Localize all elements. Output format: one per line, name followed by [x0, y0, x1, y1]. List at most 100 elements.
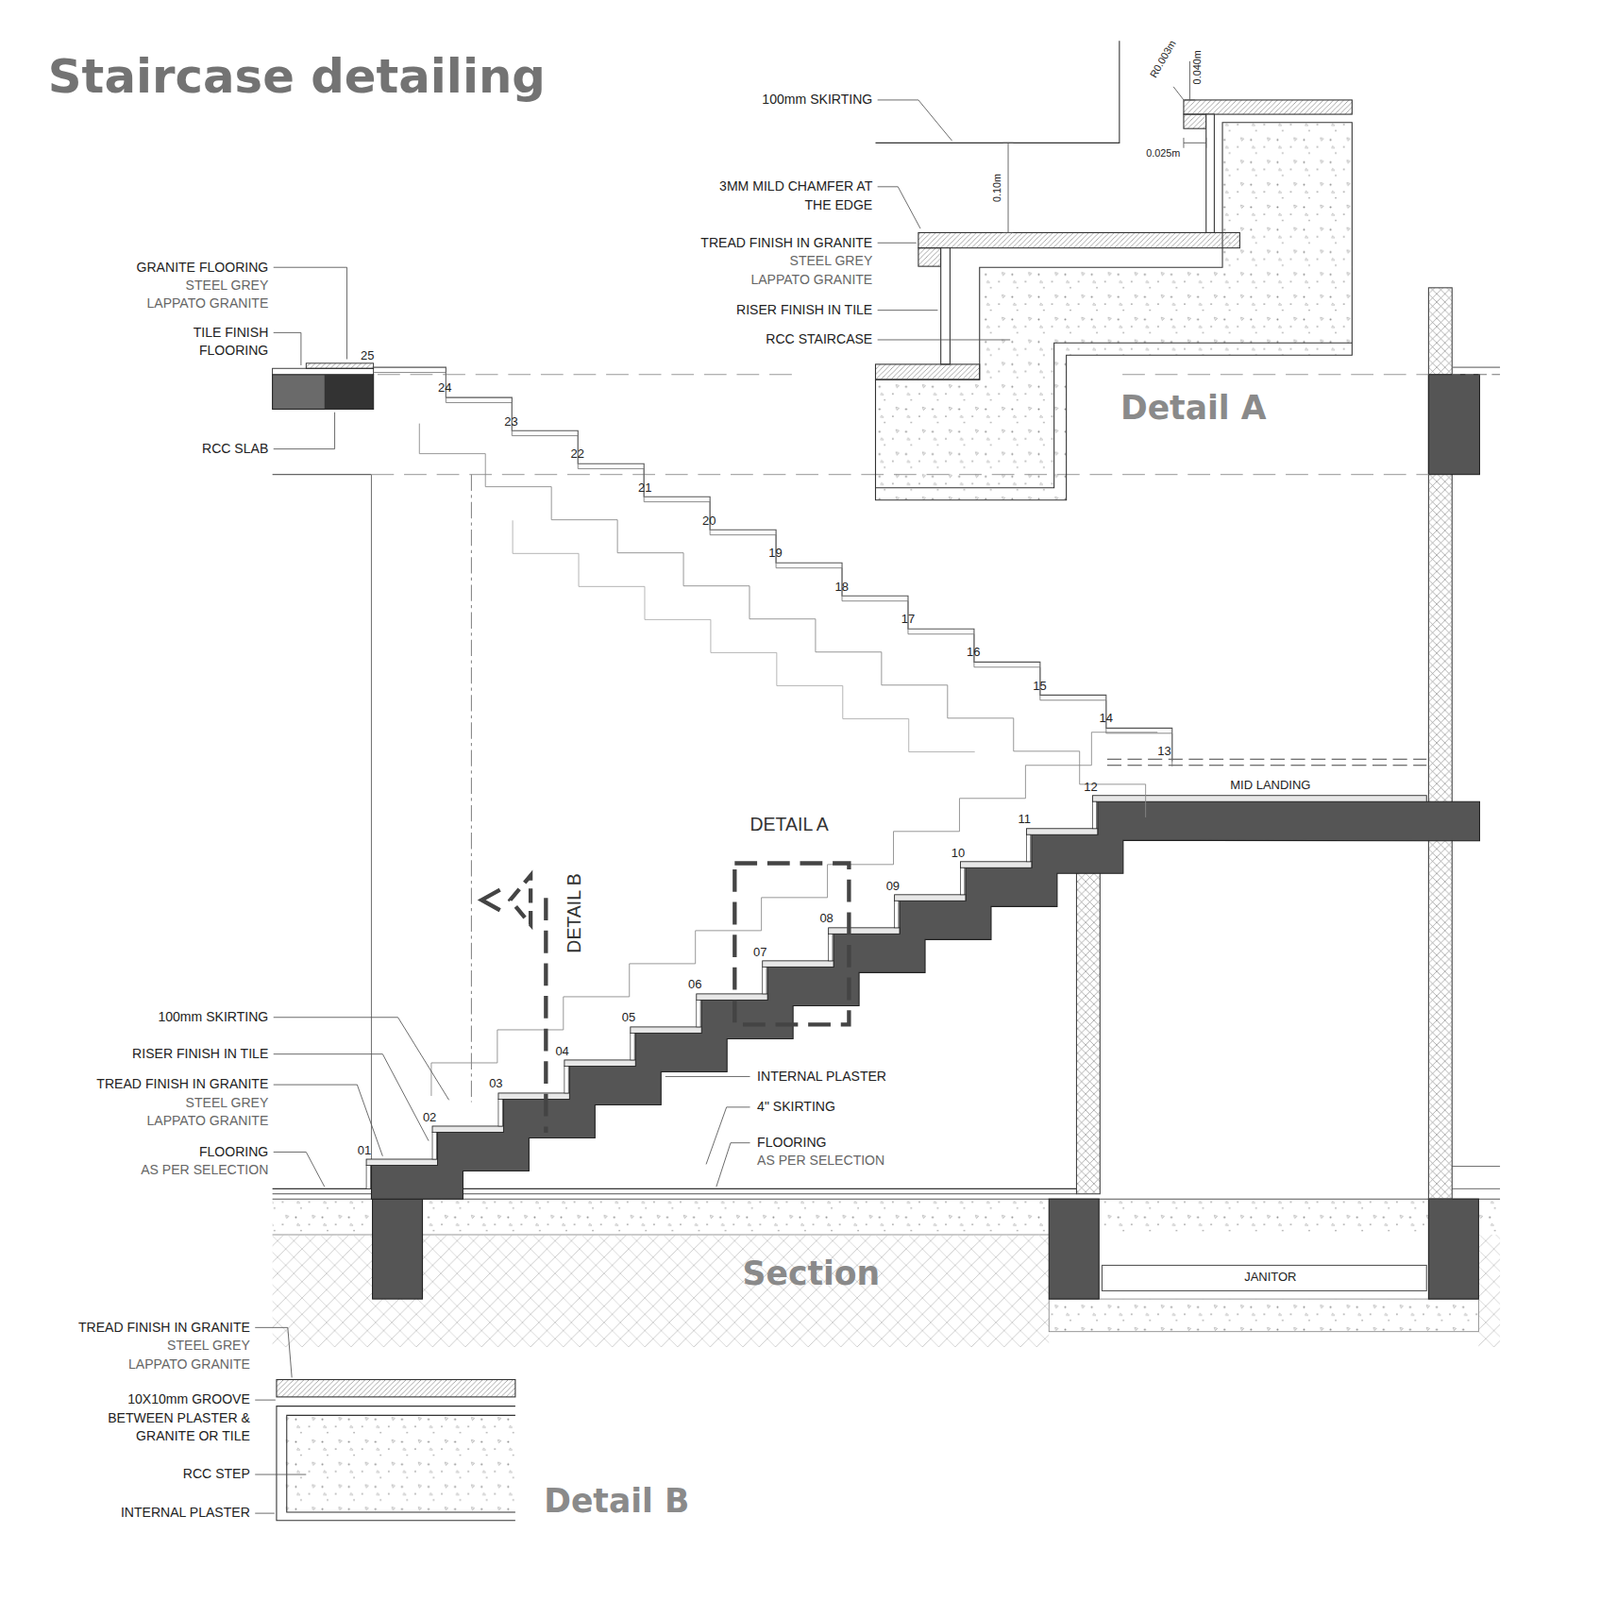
step-number: 17	[901, 612, 915, 627]
granite-tread	[696, 993, 768, 1000]
flooring-line	[1451, 1165, 1500, 1167]
callout-label: 100mm SKIRTING	[157, 1008, 269, 1027]
callout-label: RCC SLAB	[202, 439, 269, 458]
callout-label: STEEL GREY LAPPATO GRANITE	[107, 1336, 251, 1374]
step-number: 24	[437, 380, 452, 395]
rcc-slab	[272, 374, 374, 410]
riser-tile	[432, 1131, 437, 1160]
step-number: 04	[555, 1044, 569, 1059]
granite-tread	[960, 861, 1032, 868]
step-number: 13	[1157, 743, 1171, 758]
callout-label: FLOORING	[757, 1133, 826, 1152]
view-title: Detail A	[1120, 388, 1267, 428]
step-number: 23	[504, 414, 518, 429]
callout-label: STEEL GREY LAPPATO GRANITE	[125, 276, 269, 314]
step-number: 12	[1083, 779, 1097, 794]
riser-tile	[1026, 834, 1030, 862]
rcc-flight	[370, 801, 1480, 1199]
callout-label: TILE FINISH FLOORING	[171, 323, 270, 361]
step-number: 11	[1018, 811, 1031, 826]
step-number: 21	[638, 480, 652, 495]
step-number: 16	[966, 644, 980, 659]
pcc-bed	[1048, 1298, 1479, 1332]
earth-fill	[1478, 1234, 1500, 1348]
view-arrow	[509, 875, 531, 925]
callout-label: 4" SKIRTING	[757, 1097, 836, 1116]
level-line	[1451, 373, 1500, 375]
callout-label: TREAD FINISH IN GRANITE	[700, 234, 873, 253]
level-line	[1451, 367, 1500, 369]
pcc-bed	[272, 1198, 1500, 1235]
dimension-text: R0.003m	[1147, 37, 1179, 80]
upper-flight-soffit	[512, 520, 976, 752]
sheet-title: Staircase detailing	[48, 49, 546, 104]
granite-tread	[1092, 795, 1427, 802]
step-number: 14	[1099, 710, 1113, 725]
wall-line	[370, 474, 372, 1190]
granite-tread	[630, 1027, 702, 1033]
step-number: 01	[357, 1143, 371, 1158]
riser-tile	[894, 900, 899, 928]
step-number: 15	[1032, 678, 1046, 693]
landing-line	[1107, 764, 1427, 766]
callout-label: 100mm SKIRTING	[761, 90, 873, 109]
level-line	[377, 373, 796, 375]
callout-label: GRANITE FLOORING	[136, 257, 270, 276]
view-arrow	[481, 890, 500, 911]
landing-line	[1107, 758, 1427, 760]
callout-label: INTERNAL PLASTER	[120, 1503, 251, 1522]
leader-lines	[273, 267, 751, 1187]
footing	[1428, 1198, 1479, 1299]
dimension-text: 0.040m	[1192, 50, 1205, 85]
granite-tread	[762, 960, 834, 967]
riser-tile	[1092, 801, 1096, 829]
flooring-line	[1451, 1188, 1500, 1190]
step-number: 18	[835, 579, 849, 594]
slab-soffit	[272, 473, 372, 475]
step-number: 19	[768, 545, 782, 560]
granite-tread	[828, 927, 900, 934]
janitor-floor	[1101, 1264, 1427, 1291]
skirting-line	[431, 732, 1158, 1096]
dimension-text: 0.025m	[1145, 148, 1180, 161]
granite-tread	[564, 1060, 636, 1066]
riser-tile	[498, 1098, 503, 1127]
callout-label: RISER FINISH IN TILE	[736, 301, 873, 320]
callout-label: AS PER SELECTION	[757, 1151, 885, 1170]
callout-label: TREAD FINISH IN GRANITE	[78, 1318, 251, 1337]
granite-tread	[1026, 828, 1097, 835]
riser-tile	[762, 966, 767, 994]
callout-label: RCC STEP	[183, 1465, 251, 1483]
riser-tile	[366, 1164, 371, 1189]
granite-tread	[894, 894, 966, 901]
step-number: 20	[702, 513, 716, 528]
step-number: 07	[753, 944, 767, 960]
callout-label: 3MM MILD CHAMFER AT THE EDGE	[719, 177, 873, 215]
tile-finish	[272, 368, 374, 374]
view-title: Section	[742, 1254, 881, 1294]
granite-finish	[305, 363, 373, 369]
step-number: 25	[360, 348, 374, 363]
view-title: Detail B	[543, 1482, 690, 1521]
step-number: 02	[422, 1110, 437, 1125]
level-line	[1122, 373, 1429, 375]
callout-label: INTERNAL PLASTER	[757, 1067, 887, 1086]
room-label: JANITOR	[1241, 1269, 1300, 1284]
step-number: 08	[819, 910, 833, 926]
footing	[1048, 1198, 1099, 1299]
detail-marker-label: DETAIL B	[563, 873, 587, 953]
step-number: 10	[951, 845, 965, 860]
callout-label: RISER FINISH IN TILE	[132, 1044, 269, 1063]
rcc-slab	[324, 374, 374, 410]
callout-label: STEEL GREY LAPPATO GRANITE	[125, 1094, 269, 1131]
hidden-line	[471, 474, 472, 1103]
callout-label: AS PER SELECTION	[140, 1161, 269, 1179]
footing	[372, 1198, 423, 1299]
callout-label: FLOORING	[199, 1143, 269, 1162]
room-label: MID LANDING	[1227, 777, 1314, 792]
riser-tile	[696, 999, 701, 1028]
callout-label: STEEL GREY LAPPATO GRANITE	[729, 252, 873, 289]
step-number: 03	[488, 1076, 503, 1091]
riser-tile	[960, 867, 965, 895]
leader-lines	[877, 100, 1011, 340]
